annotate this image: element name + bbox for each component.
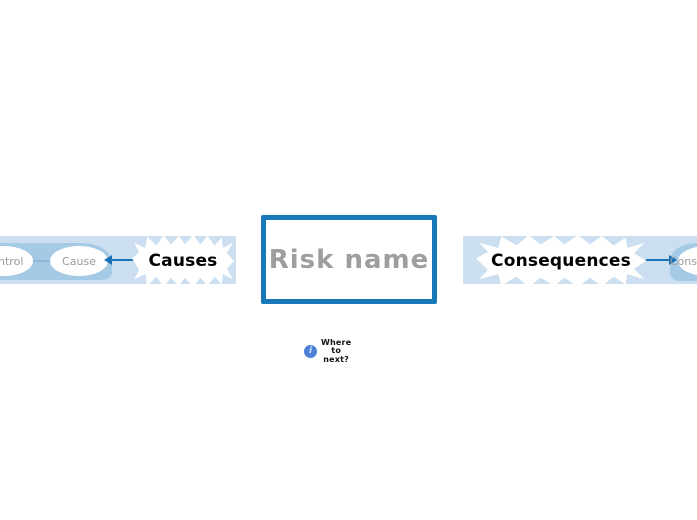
node-risk-name[interactable]: Risk name xyxy=(261,215,437,304)
consequences-arrow-head xyxy=(669,255,677,265)
info-icon-glyph: i xyxy=(308,346,313,357)
note-line-2: to xyxy=(331,346,342,356)
node-consequence[interactable]: Consequence xyxy=(670,246,697,276)
node-control-label: Control xyxy=(0,254,24,268)
node-cause[interactable]: Cause xyxy=(50,246,108,276)
node-causes-branch[interactable]: Causes xyxy=(132,235,234,287)
causes-arrow-line xyxy=(111,259,136,261)
note-line-3: next? xyxy=(323,354,350,364)
control-cause-connector xyxy=(31,260,52,262)
consequences-branch-label: Consequences xyxy=(491,251,631,271)
note-where-to-next[interactable]: i Where to next? xyxy=(304,338,352,364)
risk-name-label: Risk name xyxy=(268,244,430,275)
note-line-1: Where xyxy=(321,338,352,347)
node-consequences-branch[interactable]: Consequences xyxy=(476,235,646,287)
info-icon: i xyxy=(304,345,317,359)
node-consequence-label: Consequence xyxy=(669,254,697,268)
node-cause-label: Cause xyxy=(62,254,96,268)
consequences-arrow-line xyxy=(646,259,671,261)
causes-branch-label: Causes xyxy=(148,251,218,271)
note-text: Where to next? xyxy=(321,338,352,364)
causes-arrow-head xyxy=(104,255,112,265)
